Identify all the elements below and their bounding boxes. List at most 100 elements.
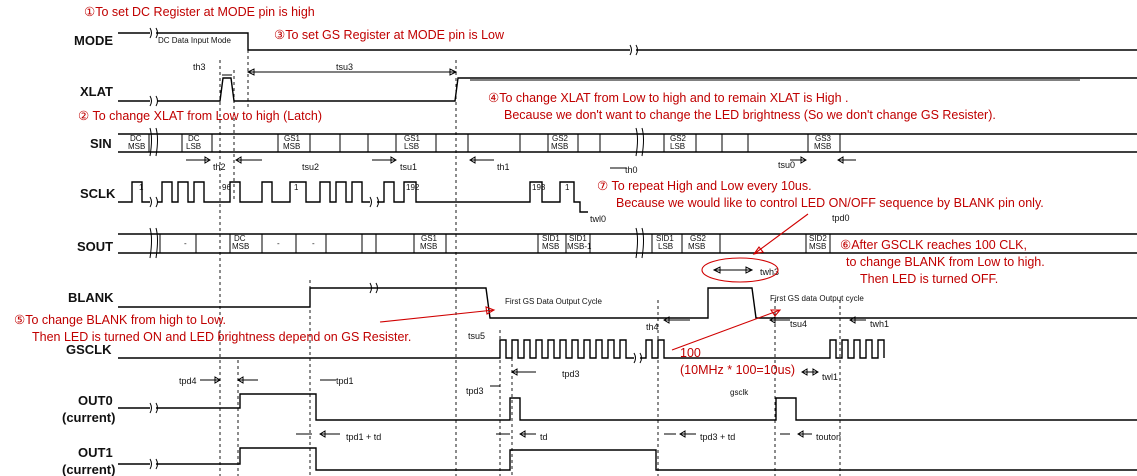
out1-sub-label: (current) [62, 462, 115, 476]
twh3-highlight-ellipse [701, 257, 779, 283]
touton-label: touton [816, 432, 841, 442]
sin-gs2-lsb-2: LSB [670, 142, 685, 151]
tpd0-label: tpd0 [832, 213, 850, 223]
sout-waveform [118, 227, 1137, 259]
tpd4-label: tpd4 [179, 376, 197, 386]
tsu4-label: tsu4 [790, 319, 807, 329]
blank-timing-arrows [663, 266, 866, 324]
th2-label: th2 [213, 162, 226, 172]
th3-label: th3 [193, 62, 206, 72]
tpd3-label-a: tpd3 [466, 386, 484, 396]
sout-sid1-msb-1: SID1 [542, 234, 560, 243]
annotation-7-line2: Because we would like to control LED ON/… [616, 196, 1044, 210]
annotation-6-line1: ⑥After GSCLK reaches 100 CLK, [840, 238, 1027, 252]
sin-gs3-msb-2: MSB [814, 142, 831, 151]
sout-dc-msb-1: DC [234, 234, 246, 243]
sin-timing-arrows [186, 156, 856, 169]
annotation-5-line2: Then LED is turned ON and LED brightness… [32, 330, 411, 344]
sclk-count-192: 192 [406, 183, 420, 192]
out0-waveform [118, 393, 1137, 421]
tpd3-label-b: tpd3 [562, 369, 580, 379]
out0-label: OUT0 [78, 393, 113, 408]
twl0-label: twl0 [590, 214, 606, 224]
annotation-1: ①To set DC Register at MODE pin is high [84, 5, 315, 19]
twh3-label: twh3 [760, 267, 779, 277]
tsu3-label: tsu3 [336, 62, 353, 72]
out1-waveform [118, 447, 1137, 471]
timing-arrows-top [222, 68, 458, 76]
annotation-7-line1: ⑦ To repeat High and Low every 10us. [597, 179, 812, 193]
th1-label: th1 [497, 162, 510, 172]
blank-label: BLANK [68, 290, 114, 305]
gsclk-waveform [118, 339, 885, 364]
sclk-count-1: 1 [139, 183, 144, 192]
sin-waveform [118, 127, 1137, 157]
gsclk-small-label: gsclk [730, 388, 749, 397]
sout-dash-1: - [184, 239, 187, 248]
annotation-100-calc: (10MHz * 100=10us) [680, 363, 795, 377]
sin-gs1-lsb-2: LSB [404, 142, 419, 151]
th0-label: th0 [625, 165, 638, 175]
sout-sid1-msb1-2: MSB-1 [567, 242, 592, 251]
sclk-count-193: 193 [532, 183, 546, 192]
tsu1-label: tsu1 [400, 162, 417, 172]
sout-sid1-lsb-1: SID1 [656, 234, 674, 243]
gsclk-timing-arrows [200, 368, 819, 387]
dc-input-mode-label: DC Data Input Mode [158, 36, 231, 45]
sin-gs1-msb-2: MSB [283, 142, 300, 151]
td-label: td [540, 432, 548, 442]
tsu5-label: tsu5 [468, 331, 485, 341]
out0-sub-label: (current) [62, 410, 115, 425]
tsu0-label: tsu0 [778, 160, 795, 170]
sin-gs3-msb-1: GS3 [815, 134, 832, 143]
sout-gs2-msb-1: GS2 [690, 234, 707, 243]
annotation-4-line1: ④To change XLAT from Low to high and to … [488, 91, 848, 105]
sout-dc-msb-2: MSB [232, 242, 249, 251]
sout-sid2-msb-2: MSB [809, 242, 826, 251]
mode-label: MODE [74, 33, 113, 48]
xlat-waveform [118, 77, 1137, 107]
first-gs-cycle-label: First GS Data Output Cycle [505, 297, 602, 306]
annotation-arrows [379, 213, 809, 351]
sin-gs2-msb-2: MSB [551, 142, 568, 151]
sclk-count-1c: 1 [565, 183, 570, 192]
twh1-label: twh1 [870, 319, 889, 329]
tsu2-label: tsu2 [302, 162, 319, 172]
sin-dc-msb-2: MSB [128, 142, 145, 151]
tpd1-td-label: tpd1 + td [346, 432, 381, 442]
gsclk-label: GSCLK [66, 342, 112, 357]
out1-label: OUT1 [78, 445, 113, 460]
sin-label: SIN [90, 136, 112, 151]
sin-gs2-lsb-1: GS2 [670, 134, 687, 143]
annotation-4-line2: Because we don't want to change the LED … [504, 108, 996, 122]
mode-waveform [118, 27, 1137, 56]
annotation-6-line2: to change BLANK from Low to high. [846, 255, 1045, 269]
sout-label: SOUT [77, 239, 113, 254]
sout-sid1-lsb-2: LSB [658, 242, 673, 251]
th4-label: th4 [646, 322, 659, 332]
first-gs-cycle-label-2: First GS data Output cycle [770, 294, 864, 303]
tpd1-label: tpd1 [336, 376, 354, 386]
sin-dc-lsb-2: LSB [186, 142, 201, 151]
annotation-5-line1: ⑤To change BLANK from high to Low. [14, 313, 226, 327]
sin-gs1-msb-1: GS1 [284, 134, 301, 143]
blank-waveform [118, 282, 1137, 319]
sclk-count-1b: 1 [294, 183, 299, 192]
sclk-label: SCLK [80, 186, 116, 201]
tpd3-td-label: tpd3 + td [700, 432, 735, 442]
sin-dc-lsb-1: DC [188, 134, 200, 143]
sin-dc-msb-1: DC [130, 134, 142, 143]
sout-gs1-msb-1: GS1 [421, 234, 438, 243]
sout-gs1-msb-2: MSB [420, 242, 437, 251]
out-timing-arrows [296, 430, 812, 438]
annotation-2: ② To change XLAT from Low to high (Latch… [78, 109, 322, 123]
sout-dash-3: - [312, 239, 315, 248]
twl1-label: twl1 [822, 372, 838, 382]
sout-dash-2: - [277, 239, 280, 248]
sin-gs2-msb-1: GS2 [552, 134, 569, 143]
sout-sid2-msb-1: SID2 [809, 234, 827, 243]
annotation-3: ③To set GS Register at MODE pin is Low [274, 28, 505, 42]
sout-sid1-msb1-1: SID1 [569, 234, 587, 243]
xlat-label: XLAT [80, 84, 113, 99]
